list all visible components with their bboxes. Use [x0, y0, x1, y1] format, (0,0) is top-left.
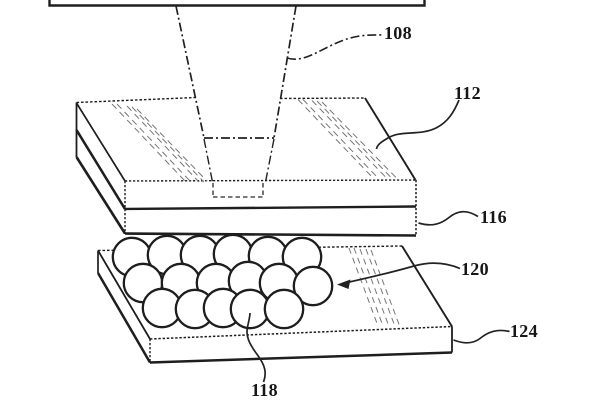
nozzle-left-edge: [175, 5, 205, 139]
base-plate-hatch: [348, 247, 401, 328]
leader-108: [286, 34, 383, 60]
upper-plate: [75, 96, 417, 237]
upper-plate-back-edge-left: [76, 96, 197, 104]
base-plate: [96, 245, 453, 364]
upper-plate-layer-divider-left: [75, 129, 127, 210]
upper-plate-right-slant-edge: [364, 97, 417, 181]
microsphere: [263, 288, 305, 330]
nozzle-right-edge: [273, 5, 297, 139]
arrowhead-120: [337, 279, 351, 289]
ref-label-116: 116: [480, 207, 507, 227]
base-plate-front-bottom-edge: [149, 351, 453, 364]
ref-label-112: 112: [454, 83, 481, 103]
leader-120: [344, 262, 461, 284]
base-plate-topface-left-edge: [97, 250, 151, 340]
upper-plate-back-edge-right: [279, 97, 366, 100]
base-plate-bottom-left-edge: [96, 272, 152, 364]
upper-plate-front-top-edge: [124, 179, 417, 182]
ref-label-118: 118: [251, 380, 278, 400]
upper-plate-front-bottom-edge: [124, 232, 417, 237]
ref-label-108: 108: [384, 23, 412, 43]
microsphere: [229, 288, 271, 330]
leader-124: [453, 329, 510, 344]
upper-plate-hatch-left: [111, 103, 208, 183]
base-plate-right-slant-edge: [401, 245, 453, 328]
leader-118: [246, 312, 266, 383]
leader-112: [375, 99, 460, 150]
nozzle-tip-hidden-lines: [212, 183, 264, 198]
nozzle-inner-right: [264, 138, 275, 183]
leader-116: [418, 210, 479, 226]
nozzle-outline: [175, 5, 297, 183]
ref-label-120: 120: [461, 259, 489, 279]
upper-plate-hatch-right: [297, 99, 398, 179]
ref-label-124: 124: [510, 321, 538, 341]
nozzle-inner-left: [203, 138, 214, 183]
upper-plate-layer-divider-front: [124, 205, 417, 211]
probe-body-outline: [48, 0, 426, 7]
sphere-array: [111, 233, 334, 330]
microsphere: [292, 265, 334, 307]
upper-plate-topface-left-edge: [75, 102, 126, 182]
leader-lines: [246, 34, 510, 383]
upper-plate-bottom-left-edge: [75, 156, 127, 235]
